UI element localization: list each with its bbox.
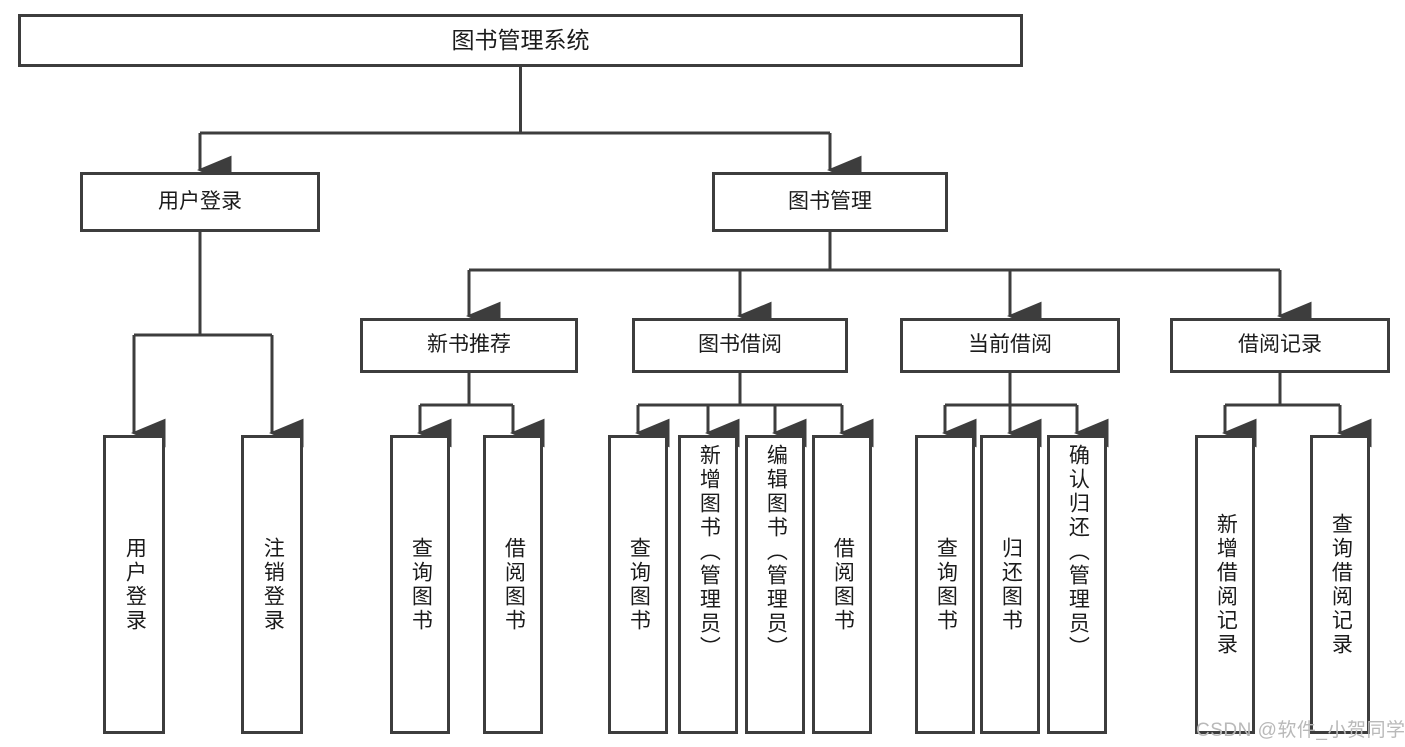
node-leaf-borrow-book-2[interactable]: 借阅图书: [812, 435, 872, 734]
node-leaf-query-book-1[interactable]: 查询图书: [390, 435, 450, 734]
node-label-leaf-borrow-book-2: 借阅图书: [831, 536, 855, 633]
node-leaf-user-logout[interactable]: 注销登录: [241, 435, 303, 734]
node-label-borrow-record: 借阅记录: [1238, 333, 1322, 357]
node-leaf-query-book-2[interactable]: 查询图书: [608, 435, 668, 734]
node-label-root: 图书管理系统: [451, 26, 590, 53]
node-label-leaf-return-book: 归还图书: [999, 536, 1023, 633]
node-label-leaf-add-book-admin: 新增图书（管理员）: [697, 444, 721, 660]
node-label-current-borrow: 当前借阅: [968, 333, 1052, 357]
node-label-user-login: 用户登录: [158, 189, 242, 213]
node-book-borrow[interactable]: 图书借阅: [632, 318, 848, 373]
node-label-leaf-confirm-return-admin: 确认归还（管理员）: [1066, 444, 1090, 660]
node-label-leaf-query-borrow-record: 查询借阅记录: [1329, 512, 1353, 657]
node-leaf-return-book[interactable]: 归还图书: [980, 435, 1040, 734]
node-label-leaf-user-logout: 注销登录: [261, 536, 285, 633]
node-label-leaf-edit-book-admin: 编辑图书（管理员）: [764, 444, 788, 660]
node-borrow-record[interactable]: 借阅记录: [1170, 318, 1390, 373]
watermark-text: CSDN @软件_小贺同学: [1196, 720, 1405, 741]
node-leaf-confirm-return-admin[interactable]: 确认归还（管理员）: [1047, 435, 1107, 734]
node-new-book-recommend[interactable]: 新书推荐: [360, 318, 578, 373]
node-current-borrow[interactable]: 当前借阅: [900, 318, 1120, 373]
node-label-book-borrow: 图书借阅: [698, 333, 782, 357]
node-leaf-edit-book-admin[interactable]: 编辑图书（管理员）: [745, 435, 805, 734]
node-label-leaf-query-book-1: 查询图书: [409, 536, 433, 633]
node-leaf-query-book-3[interactable]: 查询图书: [915, 435, 975, 734]
node-user-login[interactable]: 用户登录: [80, 172, 320, 232]
node-leaf-user-login[interactable]: 用户登录: [103, 435, 165, 734]
node-label-leaf-query-book-2: 查询图书: [627, 536, 651, 633]
node-leaf-query-borrow-record[interactable]: 查询借阅记录: [1310, 435, 1370, 734]
node-label-leaf-user-login: 用户登录: [123, 536, 147, 633]
node-label-new-book-recommend: 新书推荐: [427, 333, 511, 357]
node-root[interactable]: 图书管理系统: [18, 14, 1023, 67]
node-leaf-borrow-book-1[interactable]: 借阅图书: [483, 435, 543, 734]
node-label-leaf-query-book-3: 查询图书: [934, 536, 958, 633]
node-book-manage[interactable]: 图书管理: [712, 172, 948, 232]
node-label-book-manage: 图书管理: [788, 189, 872, 213]
node-leaf-add-book-admin[interactable]: 新增图书（管理员）: [678, 435, 738, 734]
node-label-leaf-borrow-book-1: 借阅图书: [502, 536, 526, 633]
node-label-leaf-add-borrow-record: 新增借阅记录: [1214, 512, 1238, 657]
node-leaf-add-borrow-record[interactable]: 新增借阅记录: [1195, 435, 1255, 734]
